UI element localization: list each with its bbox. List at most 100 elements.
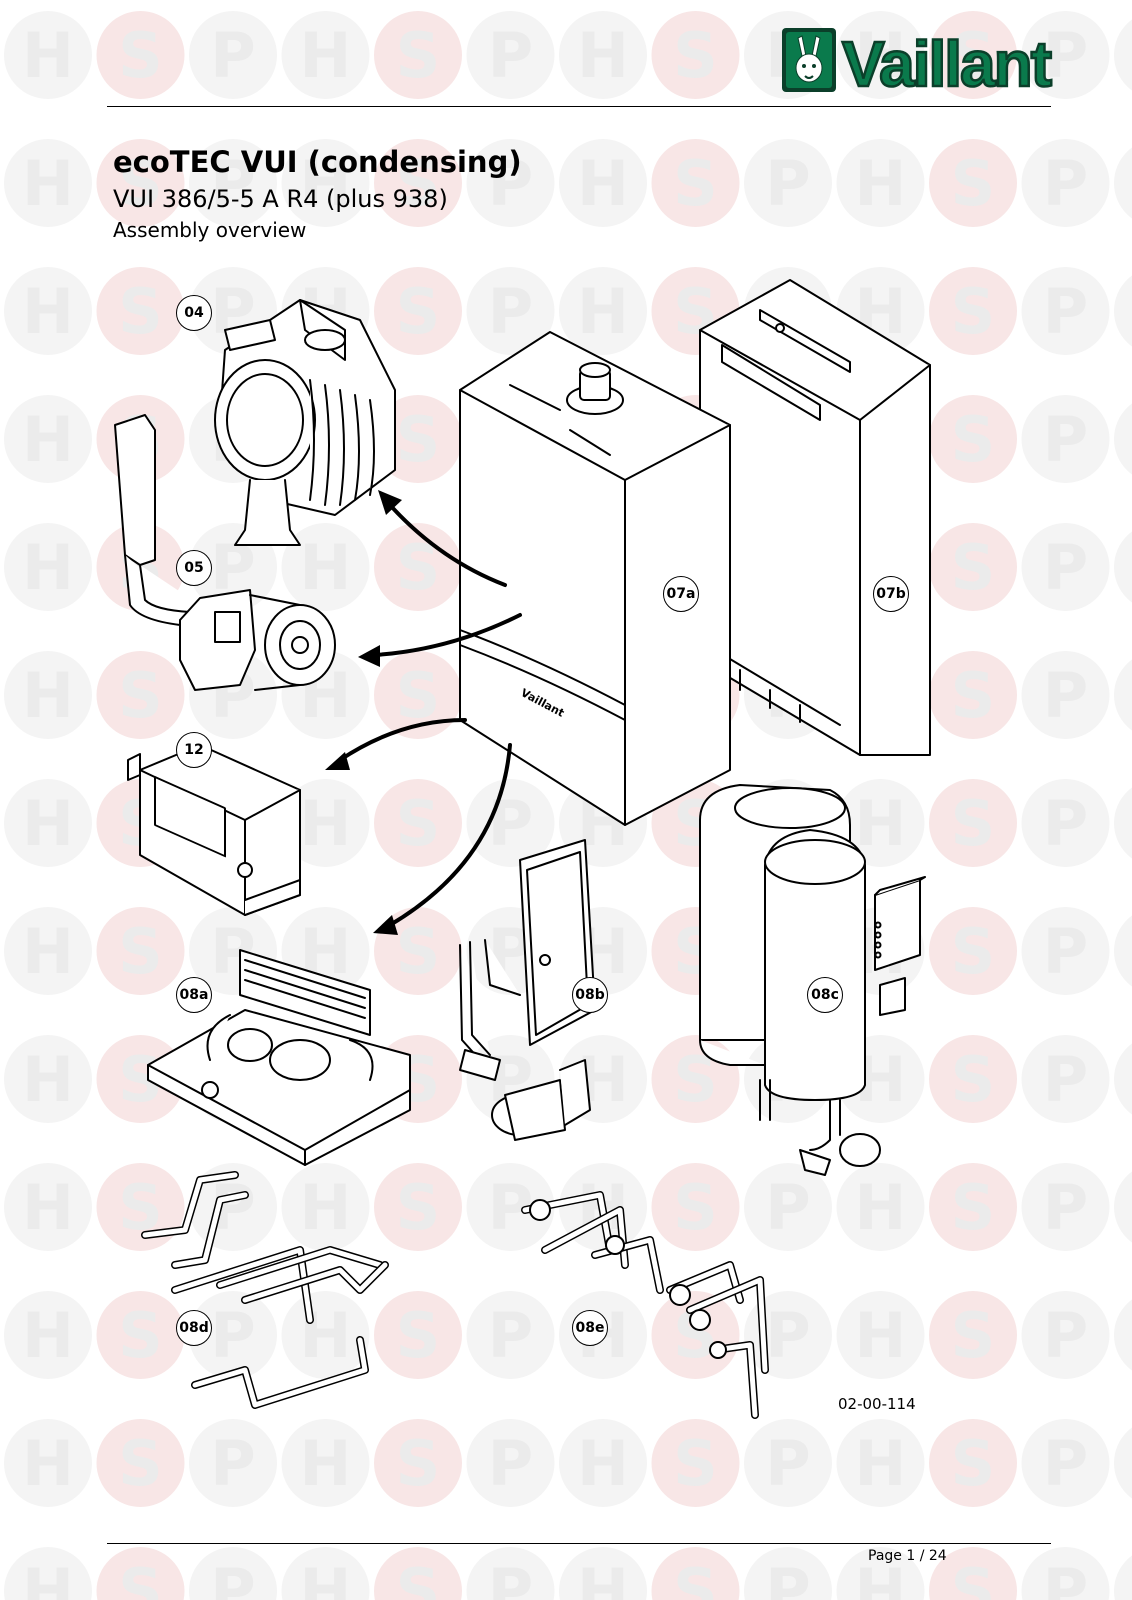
watermark-letter: S	[396, 403, 441, 476]
watermark-tile: S	[374, 139, 462, 227]
watermark-disc	[4, 11, 92, 99]
callout-12: 12	[176, 732, 212, 768]
watermark-disc	[1114, 915, 1132, 987]
watermark-tile: P	[1021, 267, 1110, 355]
watermark-letter: H	[22, 1043, 74, 1116]
watermark-disc	[4, 1291, 92, 1379]
callout-08b: 08b	[572, 977, 608, 1013]
watermark-letter: H	[577, 1555, 629, 1600]
watermark-letter: P	[488, 787, 533, 860]
watermark-letter: P	[765, 1299, 810, 1372]
watermark-disc	[1114, 147, 1132, 219]
watermark-disc	[96, 11, 185, 99]
watermark-disc	[374, 1291, 462, 1379]
watermark-letter: H	[855, 1171, 907, 1244]
part-05-fan	[114, 414, 336, 691]
watermark-disc	[4, 651, 92, 739]
watermark-disc	[4, 1419, 92, 1507]
watermark-tile: P	[1021, 1035, 1110, 1123]
watermark-tile: P	[1021, 11, 1110, 99]
watermark-tile: H	[281, 523, 370, 611]
watermark-tile: S	[96, 11, 185, 99]
watermark-tile: H	[4, 11, 92, 99]
watermark-tile: P	[1021, 1547, 1110, 1600]
watermark-letter: S	[396, 1555, 441, 1600]
watermark-tile: P	[744, 1547, 832, 1600]
part-07b-frame	[699, 279, 931, 756]
part-08e-valves	[521, 1191, 769, 1419]
watermark-disc	[651, 1547, 740, 1600]
watermark-letter: S	[951, 1299, 996, 1372]
model-subtitle: VUI 386/5-5 A R4 (plus 938)	[113, 185, 448, 213]
watermark-disc	[4, 267, 92, 355]
watermark-letter: H	[22, 915, 74, 988]
part-12-control-box	[127, 744, 301, 916]
watermark-disc	[1021, 11, 1110, 99]
watermark-letter: H	[855, 1299, 907, 1372]
watermark-tile: H	[4, 651, 92, 739]
watermark-disc	[374, 651, 462, 739]
arrows	[338, 503, 522, 927]
watermark-letter: H	[300, 1555, 352, 1600]
watermark-letter: P	[765, 1555, 810, 1600]
callout-08d: 08d	[176, 1310, 212, 1346]
part-08a-hydraulic-block	[147, 949, 411, 1166]
watermark-disc	[559, 1547, 647, 1600]
watermark-disc	[4, 779, 92, 867]
watermark-tile: H	[559, 1547, 647, 1600]
watermark-disc	[466, 11, 555, 99]
watermark-letter: H	[22, 19, 74, 92]
watermark-letter: P	[1043, 147, 1088, 220]
watermark-tile: S	[929, 779, 1017, 867]
watermark-disc	[4, 907, 92, 995]
watermark-tile: S	[929, 907, 1017, 995]
watermark-tile: S	[929, 1547, 1017, 1600]
valve-bodies	[529, 1199, 727, 1359]
page-title: ecoTEC VUI (condensing)	[113, 145, 522, 179]
watermark-disc	[929, 779, 1017, 867]
watermark-letter: S	[118, 1299, 163, 1372]
header-rule	[107, 106, 1051, 107]
watermark-tile: H	[559, 11, 647, 99]
watermark-tile: S	[374, 1419, 462, 1507]
watermark-disc	[281, 139, 370, 227]
watermark-disc	[929, 139, 1017, 227]
watermark-disc	[96, 907, 185, 995]
watermark-disc	[1021, 267, 1110, 355]
watermark-letter: P	[488, 1555, 533, 1600]
watermark-letter: S	[951, 659, 996, 732]
watermark-disc	[1114, 275, 1132, 347]
watermark-disc	[374, 779, 462, 867]
watermark-letter: S	[951, 147, 996, 220]
watermark-letter: P	[488, 1299, 533, 1372]
part-08d-pipes	[141, 1171, 389, 1409]
watermark-disc	[836, 1291, 925, 1379]
watermark-tile: H	[1114, 147, 1132, 219]
watermark-disc	[1114, 1555, 1132, 1600]
watermark-disc	[1021, 779, 1110, 867]
watermark-tile: H	[4, 267, 92, 355]
hare-icon	[795, 35, 823, 83]
watermark-disc	[836, 779, 925, 867]
watermark-letter: S	[951, 1043, 996, 1116]
watermark-letter: P	[210, 19, 255, 92]
watermark-disc	[374, 523, 462, 611]
watermark-disc	[1021, 139, 1110, 227]
watermark-disc	[836, 1419, 925, 1507]
watermark-tile: H	[4, 1163, 92, 1251]
watermark-disc	[1021, 1163, 1110, 1251]
watermark-letter: P	[765, 1171, 810, 1244]
watermark-tile: P	[189, 139, 277, 227]
watermark-tile: P	[744, 1419, 832, 1507]
watermark-tile: S	[929, 1291, 1017, 1379]
watermark-letter: S	[118, 915, 163, 988]
watermark-disc	[374, 11, 462, 99]
vaillant-logo: Vaillant	[782, 27, 1055, 96]
callout-05: 05	[176, 550, 212, 586]
watermark-tile: S	[374, 651, 462, 739]
watermark-tile: H	[4, 395, 92, 483]
watermark-letter: S	[118, 19, 163, 92]
section-subtitle: Assembly overview	[113, 218, 307, 242]
watermark-disc	[4, 1163, 92, 1251]
